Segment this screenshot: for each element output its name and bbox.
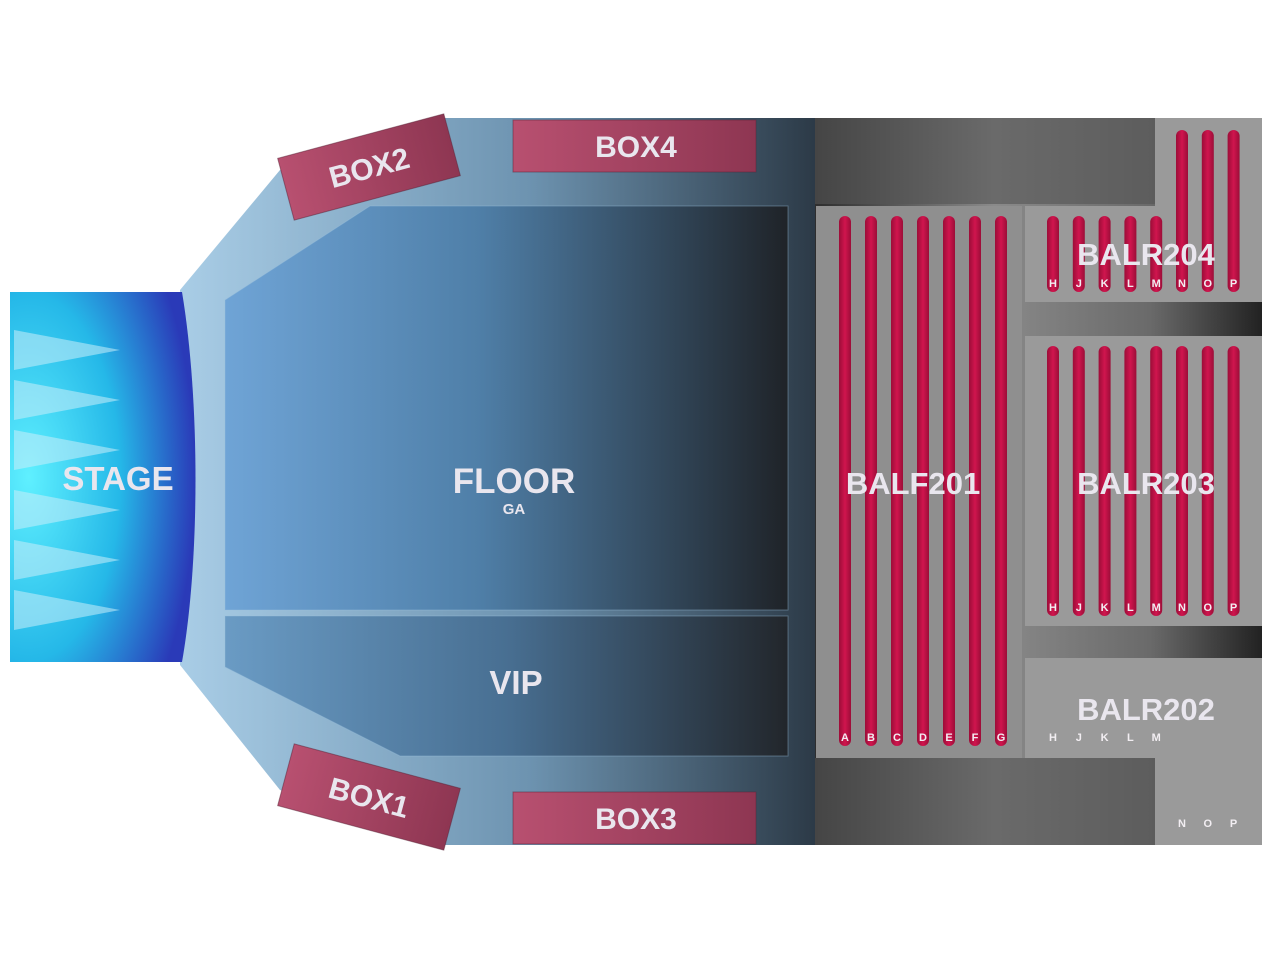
balr203-row-J[interactable]	[1072, 346, 1085, 616]
balf201-row-label: A	[841, 732, 849, 744]
balr204-row-H[interactable]	[1047, 216, 1059, 292]
balr203-row-P[interactable]	[1227, 346, 1240, 616]
balr204-row-N[interactable]	[1176, 130, 1188, 292]
balr203-row-label: K	[1101, 602, 1109, 614]
balr202-label: BALR202	[1077, 692, 1215, 727]
balr204-row-L[interactable]	[1124, 216, 1137, 292]
balr204-row-label: N	[1178, 278, 1186, 290]
balr203-row-L[interactable]	[1124, 346, 1137, 616]
balr202-row-label: H	[1049, 732, 1057, 744]
balf201-row-label: E	[945, 732, 952, 744]
balr204-row-M[interactable]	[1150, 216, 1163, 292]
balf201-row-B[interactable]	[865, 216, 877, 746]
vip-label: VIP	[489, 664, 542, 701]
balr203-row-K[interactable]	[1098, 346, 1111, 616]
balf201-row-label: C	[893, 732, 901, 744]
balf201-rows: A B C D E F G	[839, 216, 1007, 746]
section-box2[interactable]: BOX2	[277, 113, 461, 221]
balr204-row-label: L	[1127, 278, 1134, 290]
balf201-row-label: D	[919, 732, 927, 744]
balf201-row-A[interactable]	[839, 216, 851, 746]
balcony-bottom-corridor	[815, 758, 1155, 845]
balf201-row-F[interactable]	[969, 216, 981, 746]
box4-label: BOX4	[595, 131, 677, 164]
balf201-row-label: F	[972, 732, 979, 744]
section-vip[interactable]: VIP	[224, 615, 789, 757]
balf201-label: BALF201	[846, 466, 980, 501]
box3-label: BOX3	[595, 803, 677, 836]
balr204-row-K[interactable]	[1098, 216, 1111, 292]
stage-label: STAGE	[62, 460, 173, 497]
balr203-row-M[interactable]	[1150, 346, 1163, 616]
section-box4[interactable]: BOX4	[512, 119, 757, 173]
balr202-row-label: M	[1152, 732, 1161, 744]
balr204-row-O[interactable]	[1201, 130, 1214, 292]
balr202-row-label: N	[1178, 818, 1186, 830]
balr204-row-label: K	[1101, 278, 1109, 290]
balcony-top-corridor	[815, 118, 1155, 204]
balr203-label: BALR203	[1077, 466, 1215, 501]
balr204-row-label: P	[1230, 278, 1237, 290]
balf201-row-label: G	[997, 732, 1006, 744]
section-balf201[interactable]: A B C D E F G BALF201	[816, 206, 1022, 758]
balf201-row-C[interactable]	[891, 216, 903, 746]
section-box1[interactable]: BOX1	[277, 743, 461, 851]
floor-label: FLOOR	[453, 462, 575, 501]
balr204-row-label: O	[1204, 278, 1213, 290]
section-balr202[interactable]: H J K L M N O P BALR202	[1025, 658, 1262, 845]
balr204-row-label: J	[1076, 278, 1082, 290]
balr203-row-H[interactable]	[1047, 346, 1059, 616]
balr202-row-label: J	[1076, 732, 1082, 744]
balr204-row-label: H	[1049, 278, 1057, 290]
balr203-row-label: P	[1230, 602, 1237, 614]
balr204-row-J[interactable]	[1072, 216, 1085, 292]
balr202-row-label: P	[1230, 818, 1237, 830]
balr204-row-P[interactable]	[1227, 130, 1240, 292]
section-balr204[interactable]: H J K L M N O P BALR204	[1025, 118, 1262, 302]
balr203-row-N[interactable]	[1176, 346, 1188, 616]
balr203-row-label: N	[1178, 602, 1186, 614]
balr203-row-label: J	[1076, 602, 1082, 614]
balr203-row-label: L	[1127, 602, 1134, 614]
section-floor[interactable]: FLOOR GA	[224, 205, 789, 611]
balr203-row-label: H	[1049, 602, 1057, 614]
balf201-row-G[interactable]	[995, 216, 1007, 746]
section-stage[interactable]: STAGE	[10, 292, 196, 662]
stage-light-beams	[14, 330, 120, 630]
balr204-label: BALR204	[1077, 237, 1216, 272]
balr204-row-label: M	[1152, 278, 1161, 290]
balf201-row-D[interactable]	[917, 216, 929, 746]
balr203-row-O[interactable]	[1201, 346, 1214, 616]
balr202-rows: H J K L M N O P	[1049, 732, 1237, 830]
balr203-row-label: M	[1152, 602, 1161, 614]
balr202-row-label: L	[1127, 732, 1134, 744]
balf201-row-label: B	[867, 732, 875, 744]
balr203-row-label: O	[1204, 602, 1213, 614]
balr202-row-label: O	[1204, 818, 1213, 830]
balf201-row-E[interactable]	[943, 216, 955, 746]
section-box3[interactable]: BOX3	[512, 791, 757, 845]
section-balr203[interactable]: H J K L M N O P BALR203	[1025, 336, 1262, 626]
floor-sublabel: GA	[503, 501, 526, 518]
balr202-row-label: K	[1101, 732, 1109, 744]
